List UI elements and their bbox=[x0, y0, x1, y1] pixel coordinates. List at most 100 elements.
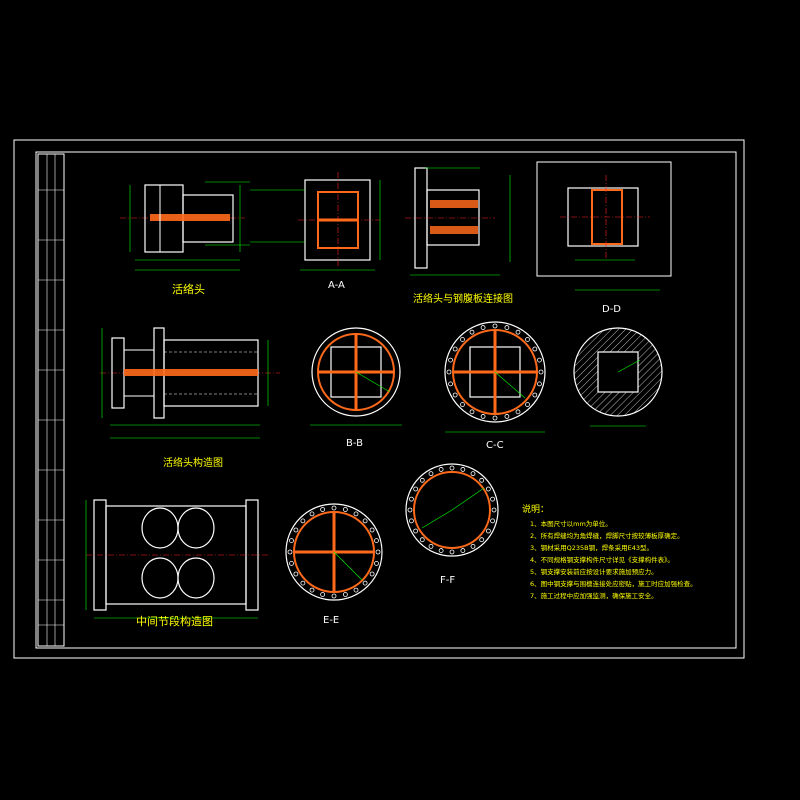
bolt-hole bbox=[460, 467, 466, 472]
bolt-hole bbox=[419, 537, 425, 543]
bolt-hole bbox=[532, 392, 538, 398]
bolt-hole bbox=[515, 329, 521, 335]
bolt-hole bbox=[492, 415, 498, 421]
note-item-4: 4、不同规格钢支撑构件尺寸详见《支撑构件表》。 bbox=[530, 555, 674, 564]
bolt-hole bbox=[289, 538, 294, 544]
bolt-hole bbox=[309, 587, 315, 593]
bolt-hole bbox=[460, 402, 465, 407]
inner-frame bbox=[35, 151, 737, 649]
view-section-cc: C-C bbox=[444, 321, 546, 451]
bolt-hole bbox=[293, 571, 299, 577]
bolt-hole bbox=[485, 486, 491, 492]
bolt-hole bbox=[532, 346, 538, 352]
label-middle-section: 中间节段构造图 bbox=[136, 614, 213, 628]
bolt-hole bbox=[374, 538, 379, 544]
bolt-hole bbox=[289, 560, 294, 566]
bolt-hole bbox=[452, 346, 458, 352]
bolt-hole bbox=[470, 471, 476, 477]
bolt-hole bbox=[490, 518, 495, 524]
bolt-hole bbox=[428, 471, 434, 477]
bolt-hole bbox=[300, 580, 306, 586]
bolt-hole bbox=[331, 593, 337, 599]
bolt-hole bbox=[492, 323, 498, 329]
bolt-hole bbox=[469, 329, 475, 335]
bolt-hole bbox=[449, 549, 455, 555]
bolt-hole bbox=[446, 369, 452, 375]
bolt-hole bbox=[525, 337, 530, 342]
bolt-hole bbox=[460, 337, 465, 342]
label-section-bb: B-B bbox=[346, 438, 363, 449]
bolt-hole bbox=[342, 592, 348, 597]
bolt-hole bbox=[469, 409, 475, 415]
bolt-hole bbox=[438, 467, 444, 472]
bolt-hole bbox=[320, 592, 326, 597]
note-item-6: 6、图中钢支撑与围檩连接处应密贴，施工时应加强检查。 bbox=[530, 579, 697, 588]
bolt-hole bbox=[470, 543, 476, 549]
note-item-2: 2、所有焊缝均为角焊缝，焊脚尺寸按较薄板厚确定。 bbox=[530, 531, 684, 540]
outer-frame bbox=[13, 139, 745, 659]
view-piston-head: 活络头 bbox=[120, 181, 250, 296]
bolt-hole bbox=[362, 580, 368, 586]
view-middle-section: 中间节段构造图 bbox=[85, 499, 268, 628]
bolt-hole bbox=[428, 543, 434, 549]
note-item-7: 7、施工过程中应加强监测，确保施工安全。 bbox=[530, 591, 658, 600]
bolt-hole bbox=[438, 548, 444, 553]
bolt-hole bbox=[525, 402, 530, 407]
note-item-1: 1、本图尺寸以mm为单位。 bbox=[530, 519, 612, 528]
bolt-hole bbox=[342, 507, 348, 512]
bolt-hole bbox=[504, 414, 510, 419]
bolt-hole bbox=[479, 537, 485, 543]
bolt-hole bbox=[538, 369, 544, 375]
notes-title: 说明： bbox=[522, 503, 549, 515]
bolt-hole bbox=[287, 549, 293, 555]
bolt-hole bbox=[293, 527, 299, 533]
view-section-bb: B-B bbox=[310, 327, 402, 449]
view-piston-steel-connection: 活络头与钢腹板连接图 bbox=[405, 167, 513, 305]
view-piston-detail: 活络头构造图 bbox=[100, 327, 280, 469]
bolt-hole bbox=[309, 511, 315, 517]
bolt-hole bbox=[413, 486, 419, 492]
bolt-hole bbox=[485, 528, 491, 534]
label-section-ff: F-F bbox=[440, 575, 455, 586]
bolt-hole bbox=[452, 392, 458, 398]
bolt-hole bbox=[331, 505, 337, 511]
bolt-hole bbox=[504, 325, 510, 330]
bolt-hole bbox=[515, 409, 521, 415]
label-section-cc: C-C bbox=[486, 440, 504, 451]
bolt-hole bbox=[449, 465, 455, 471]
title-block bbox=[37, 153, 65, 647]
bolt-hole bbox=[419, 477, 425, 483]
bolt-hole bbox=[320, 507, 326, 512]
bolt-hole bbox=[480, 325, 486, 330]
label-piston-detail: 活络头构造图 bbox=[163, 456, 223, 469]
view-section-ff: F-F bbox=[405, 463, 499, 586]
label-piston-head: 活络头 bbox=[172, 282, 205, 296]
bolt-hole bbox=[537, 381, 542, 387]
view-section-ee: E-E bbox=[285, 503, 383, 626]
view-section-aa: A-A bbox=[250, 172, 381, 291]
bolt-hole bbox=[490, 496, 495, 502]
bolt-hole bbox=[409, 518, 414, 524]
bolt-hole bbox=[369, 571, 375, 577]
bolt-hole bbox=[448, 357, 453, 363]
bolt-hole bbox=[374, 560, 379, 566]
bolt-hole bbox=[369, 527, 375, 533]
note-item-5: 5、钢支撑安装前应按设计要求施加预应力。 bbox=[530, 567, 658, 576]
bolt-hole bbox=[413, 528, 419, 534]
bolt-hole bbox=[460, 548, 466, 553]
bolt-hole bbox=[362, 518, 368, 524]
note-item-3: 3、钢材采用Q235B钢，焊条采用E43型。 bbox=[530, 543, 653, 552]
bolt-hole bbox=[479, 477, 485, 483]
bolt-hole bbox=[480, 414, 486, 419]
bolt-hole bbox=[353, 587, 359, 593]
bolt-hole bbox=[353, 511, 359, 517]
bolt-hole bbox=[491, 507, 497, 513]
label-piston-steel-connection: 活络头与钢腹板连接图 bbox=[413, 292, 513, 305]
bolt-hole bbox=[537, 357, 542, 363]
bolt-hole bbox=[409, 496, 414, 502]
bolt-hole bbox=[448, 381, 453, 387]
label-section-aa: A-A bbox=[328, 280, 345, 291]
view-hatched-circle bbox=[573, 327, 663, 427]
bolt-hole bbox=[300, 518, 306, 524]
